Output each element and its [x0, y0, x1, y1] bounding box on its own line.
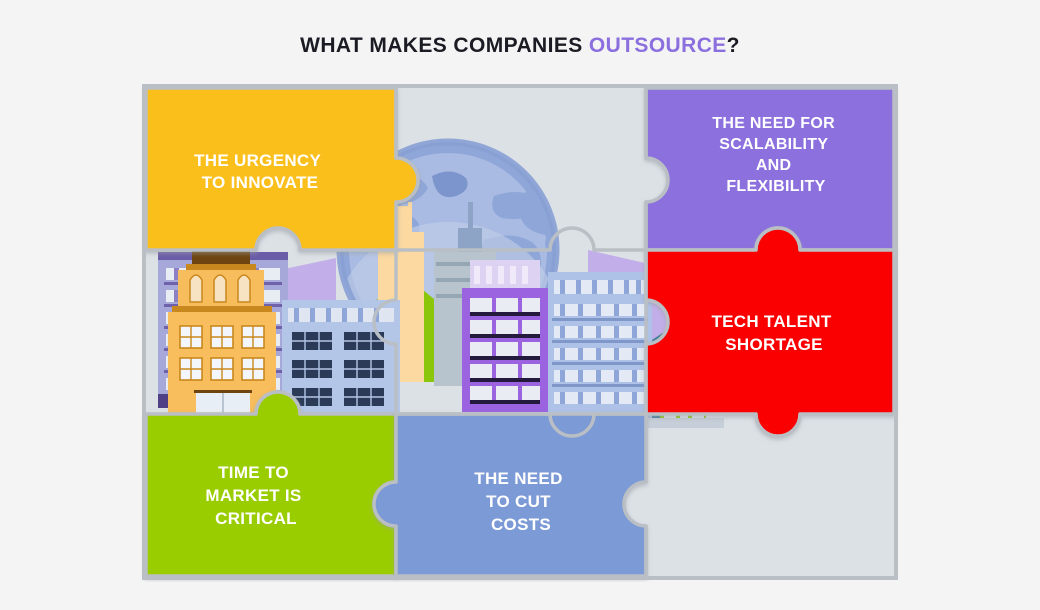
piece-label-line: THE URGENCY — [194, 151, 321, 170]
puzzle-piece-urgency-to-innovate[interactable] — [144, 86, 420, 252]
page-title-prefix: WHAT MAKES COMPANIES — [300, 34, 589, 57]
page-title-accent: OUTSOURCE — [588, 34, 727, 57]
piece-label-line: SCALABILITY — [719, 136, 828, 153]
piece-label-line: TECH TALENT — [711, 312, 831, 331]
bg-tower-grey-top — [458, 228, 482, 252]
seam-h1-col2 — [396, 226, 646, 252]
piece-label-line: TIME TO — [218, 463, 289, 482]
bg-antenna-2 — [408, 202, 412, 236]
puzzle-piece-time-to-market[interactable] — [144, 390, 398, 578]
page-title-suffix: ? — [726, 34, 740, 57]
piece-label-urgency: THE URGENCY TO INNOVATE — [194, 151, 326, 192]
puzzle-grid-seams — [372, 86, 648, 578]
piece-label-line: CRITICAL — [215, 509, 297, 528]
piece-label-line: THE NEED FOR — [712, 115, 835, 132]
seam-h2-col2 — [396, 412, 646, 438]
seam-v1-row2 — [372, 250, 398, 414]
bg-tower-grey-lines-1 — [436, 262, 494, 266]
puzzle-diagram: THE URGENCY TO INNOVATE THE NEED FOR SCA… — [140, 82, 900, 582]
piece-label-line: TO CUT — [486, 492, 551, 511]
piece-label-time-to-market: TIME TO MARKET IS CRITICAL — [205, 463, 306, 528]
violet-high-rise — [462, 260, 548, 441]
piece-label-line: MARKET IS — [205, 486, 301, 505]
piece-label-cut-costs: THE NEED TO CUT COSTS — [474, 469, 567, 534]
piece-label-line: FLEXIBILITY — [726, 178, 825, 195]
page-title: WHAT MAKES COMPANIES OUTSOURCE? — [0, 34, 1040, 58]
piece-label-tech-talent: TECH TALENT SHORTAGE — [711, 312, 836, 354]
piece-label-line: SHORTAGE — [725, 335, 822, 354]
bg-tower-grey-lines-2 — [436, 278, 494, 282]
puzzle-piece-tech-talent-shortage[interactable] — [644, 226, 896, 438]
light-blue-apartment-block — [282, 300, 400, 418]
puzzle-board-outline — [142, 84, 898, 580]
piece-label-line: THE NEED — [474, 469, 562, 488]
piece-label-line: AND — [756, 157, 792, 174]
piece-label-scalability: THE NEED FOR SCALABILITY AND FLEXIBILITY — [712, 115, 839, 195]
piece-label-line: COSTS — [491, 515, 551, 534]
right-blue-tower — [548, 272, 652, 424]
bg-mast — [468, 202, 473, 230]
piece-label-line: TO INNOVATE — [202, 173, 319, 192]
